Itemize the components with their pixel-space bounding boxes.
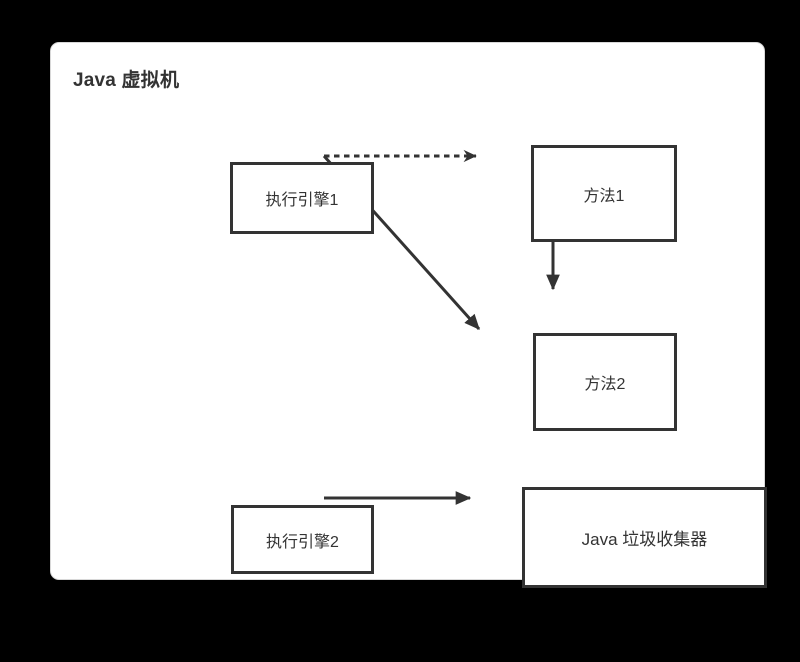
- jvm-panel-title: Java 虚拟机: [73, 70, 180, 91]
- node-execution-engine-1[interactable]: 执行引擎1: [230, 162, 374, 234]
- node-method-1[interactable]: 方法1: [531, 145, 677, 242]
- jvm-container-panel: Java 虚拟机 执行引擎1 方法1 方法2 执行引擎2: [50, 42, 767, 588]
- node-execution-engine-2[interactable]: 执行引擎2: [231, 505, 374, 574]
- diagram-canvas: Java 虚拟机 执行引擎1 方法1 方法2 执行引擎2: [50, 42, 767, 588]
- node-method-2[interactable]: 方法2: [533, 333, 677, 431]
- node-java-garbage-collector[interactable]: Java 垃圾收集器: [522, 487, 767, 588]
